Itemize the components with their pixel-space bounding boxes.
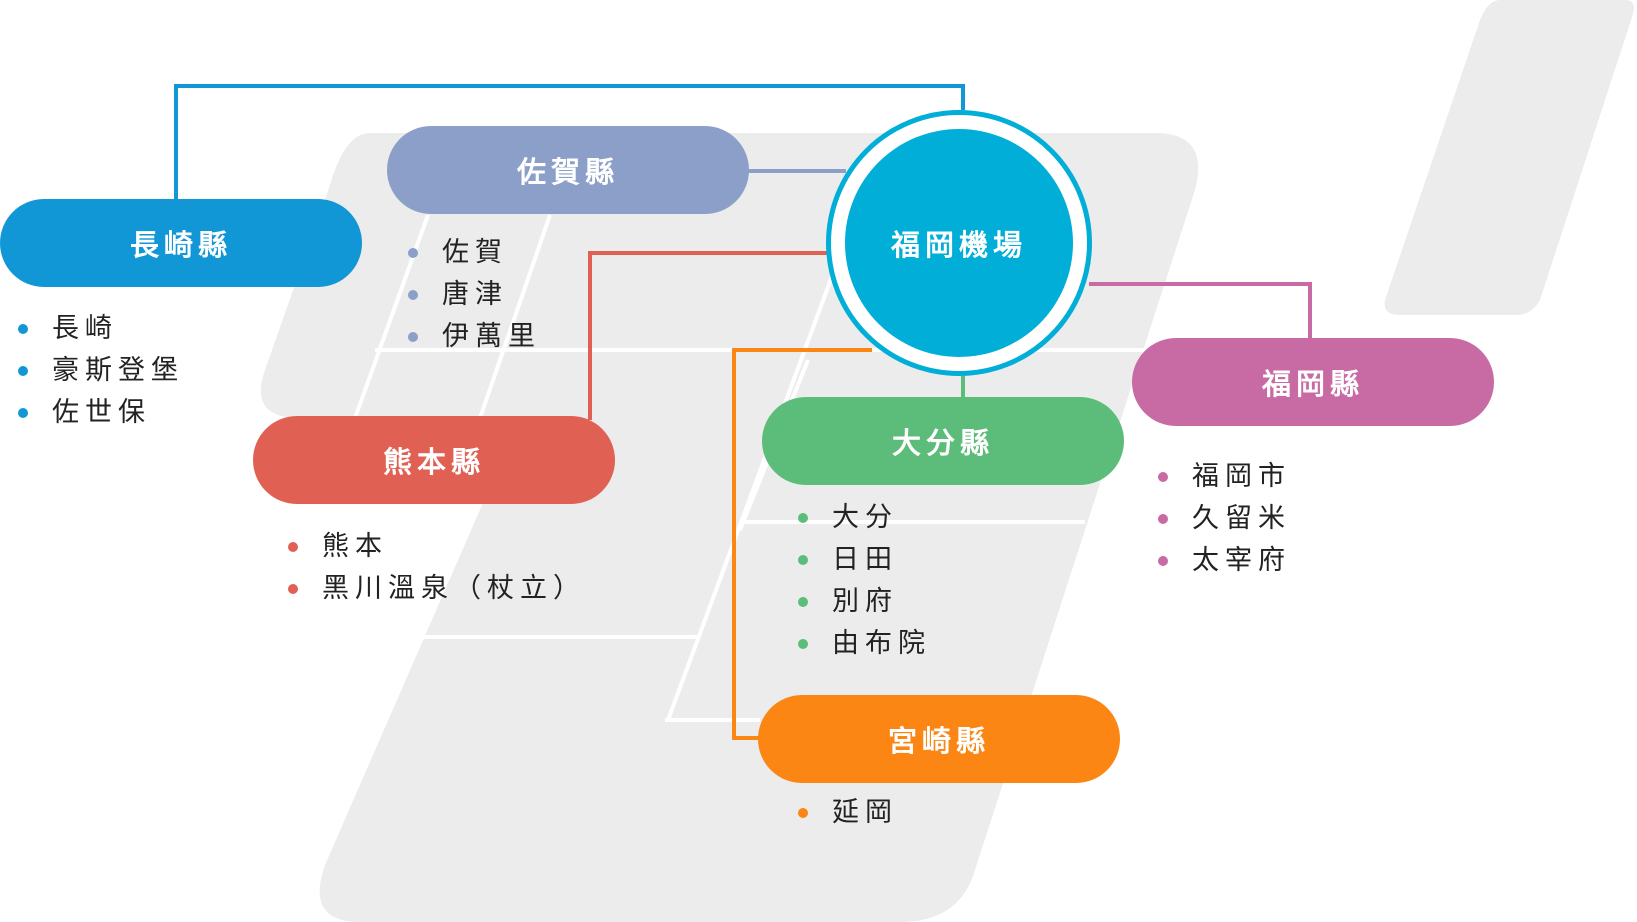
bullet-dot: [288, 542, 298, 552]
connector-miyazaki: [732, 348, 872, 740]
destination-list-saga: 佐賀 唐津 伊萬里: [408, 232, 541, 358]
list-item: 唐津: [408, 274, 541, 316]
list-item: 由布院: [798, 623, 931, 665]
list-item: 別府: [798, 581, 931, 623]
list-item: 延岡: [798, 792, 898, 834]
destination-list-kumamoto: 熊本 黑川溫泉（杖立）: [288, 526, 586, 610]
destination-list-fukuoka: 福岡市 久留米 太宰府: [1158, 456, 1291, 582]
bullet-dot: [798, 808, 808, 818]
bullet-dot: [288, 584, 298, 594]
destination-list-oita: 大分 日田 別府 由布院: [798, 497, 931, 665]
list-item: 黑川溫泉（杖立）: [288, 568, 586, 610]
bullet-dot: [1158, 556, 1168, 566]
bullet-dot: [18, 324, 28, 334]
bullet-dot: [1158, 472, 1168, 482]
list-item: 久留米: [1158, 498, 1291, 540]
connector-nagasaki: [174, 84, 965, 200]
list-item: 長崎: [18, 308, 184, 350]
connector-fukuoka: [1089, 282, 1312, 340]
bullet-dot: [408, 290, 418, 300]
region-pill-kumamoto: 熊本縣: [253, 416, 615, 504]
region-pill-saga: 佐賀縣: [387, 126, 749, 214]
list-item: 伊萬里: [408, 316, 541, 358]
region-pill-fukuoka: 福岡縣: [1132, 338, 1494, 426]
region-pill-miyazaki: 宮崎縣: [758, 695, 1120, 783]
hub-fukuoka-airport: 福岡機場: [845, 129, 1073, 357]
list-item: 太宰府: [1158, 540, 1291, 582]
destination-list-nagasaki: 長崎 豪斯登堡 佐世保: [18, 308, 184, 434]
bullet-dot: [798, 597, 808, 607]
list-item: 佐世保: [18, 392, 184, 434]
bullet-dot: [18, 366, 28, 376]
bullet-dot: [18, 408, 28, 418]
list-item: 福岡市: [1158, 456, 1291, 498]
list-item: 佐賀: [408, 232, 541, 274]
list-item: 日田: [798, 539, 931, 581]
connector-kumamoto: [588, 251, 828, 420]
list-item: 大分: [798, 497, 931, 539]
destination-list-miyazaki: 延岡: [798, 792, 898, 834]
bullet-dot: [798, 555, 808, 565]
bullet-dot: [798, 639, 808, 649]
island-shape: [1384, 0, 1634, 315]
region-pill-oita: 大分縣: [762, 397, 1124, 485]
bullet-dot: [1158, 514, 1168, 524]
list-item: 豪斯登堡: [18, 350, 184, 392]
bullet-dot: [408, 248, 418, 258]
bullet-dot: [798, 513, 808, 523]
region-pill-nagasaki: 長崎縣: [0, 199, 362, 287]
list-item: 熊本: [288, 526, 586, 568]
bullet-dot: [408, 332, 418, 342]
